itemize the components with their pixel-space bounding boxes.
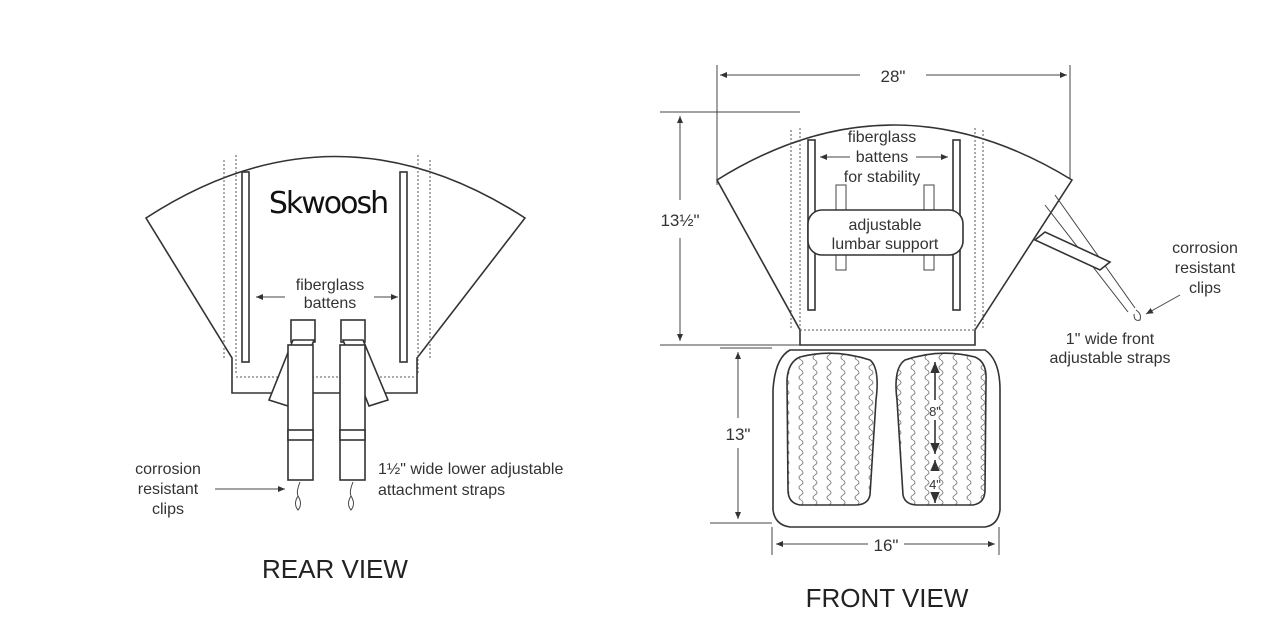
rear-batten-right xyxy=(399,171,408,363)
lumbar-support xyxy=(807,209,964,256)
front-battens-label: battens xyxy=(856,149,908,166)
rear-view-title: REAR VIEW xyxy=(262,554,408,584)
lumbar-label: adjustable xyxy=(849,217,922,234)
rear-strap-right xyxy=(339,319,390,511)
rear-clips-label: resistant xyxy=(138,481,199,498)
front-battens-label: fiberglass xyxy=(848,129,916,146)
seat-pad-left xyxy=(786,352,878,506)
front-straps-label: 1" wide front xyxy=(1066,331,1155,348)
rear-view: Skwoosh fiberglass battens corrosion res… xyxy=(135,155,563,584)
rear-straps-label: attachment straps xyxy=(378,482,505,499)
rear-battens-label: battens xyxy=(304,295,356,312)
front-view: 28" 13½" fiberglass battens for stabilit… xyxy=(660,65,1238,613)
back-height-dimension: 13½" xyxy=(660,211,699,230)
front-clips-label: clips xyxy=(1189,280,1221,297)
width-dimension: 28" xyxy=(881,67,906,86)
rear-clips-label: corrosion xyxy=(135,461,201,478)
front-strap xyxy=(1033,194,1141,321)
front-clips-label: resistant xyxy=(1175,260,1236,277)
front-view-title: FRONT VIEW xyxy=(806,583,969,613)
brand-logo: Skwoosh xyxy=(269,186,387,221)
front-straps-label: adjustable straps xyxy=(1050,350,1171,367)
rear-clips-label: clips xyxy=(152,501,184,518)
seat-width-dimension: 16" xyxy=(874,536,899,555)
rear-batten-left xyxy=(241,171,250,363)
seat-pad-right xyxy=(895,352,987,506)
lumbar-label: lumbar support xyxy=(832,236,939,253)
rear-straps-label: 1½" wide lower adjustable xyxy=(378,461,563,478)
pad-upper-dimension: 8" xyxy=(929,404,941,419)
pad-lower-dimension: 4" xyxy=(929,477,941,492)
front-battens-label: for stability xyxy=(844,169,920,186)
rear-strap-left xyxy=(267,319,316,511)
front-clips-label: corrosion xyxy=(1172,240,1238,257)
rear-battens-label: fiberglass xyxy=(296,277,364,294)
seat-depth-dimension: 13" xyxy=(726,425,751,444)
